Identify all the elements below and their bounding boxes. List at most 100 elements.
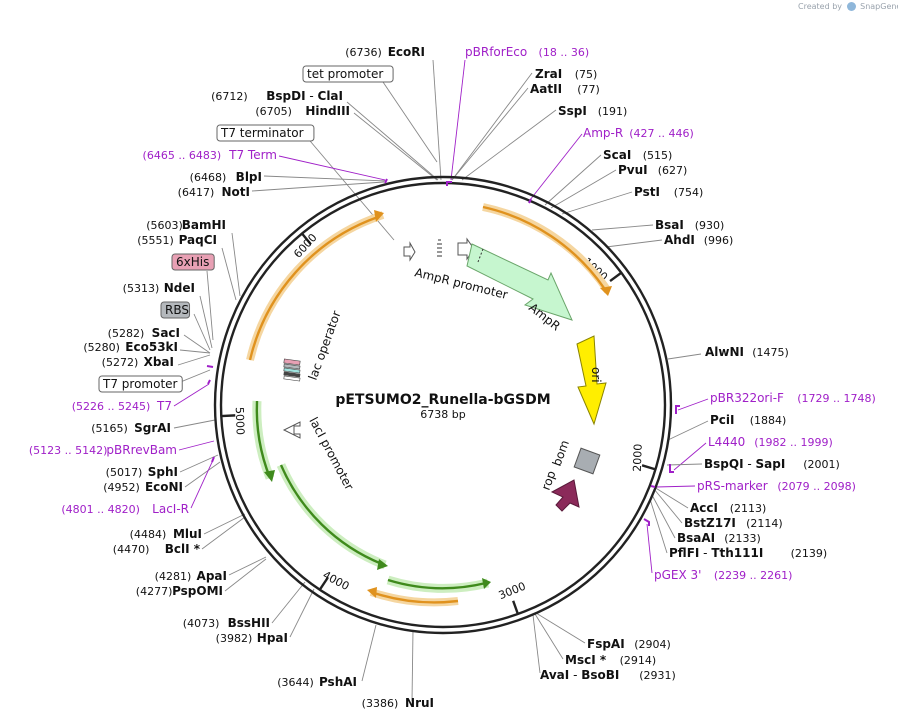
- leader-line-ecori: [432, 59, 442, 181]
- site-name: BsaAI: [677, 531, 715, 545]
- site-name: AatII: [530, 82, 562, 96]
- site-name: SacI: [152, 326, 180, 340]
- leader-line-ndei: [199, 295, 213, 349]
- arrowhead-green-left: [264, 470, 275, 482]
- leader-line-paqci: [221, 247, 237, 301]
- label-bsai: BsaI(930): [655, 218, 724, 232]
- label-box: [216, 124, 315, 142]
- feature-arc-orange-top-right-core: [482, 205, 605, 289]
- tick-mark: [221, 414, 236, 418]
- leader-line-bsai: [591, 224, 654, 231]
- label-ampr_primer: Amp-R(427 .. 446): [583, 126, 694, 140]
- tick-mark: [641, 464, 656, 471]
- site-position: (5280): [83, 341, 120, 354]
- ampr-promoter-arrow: [403, 241, 416, 262]
- site-name-part: BsaI: [655, 218, 684, 232]
- label-xbai: XbaI(5272): [102, 355, 174, 369]
- leader-line-hindiii: [353, 112, 438, 181]
- primer-name: L4440: [708, 435, 745, 449]
- arrowhead-green-low: [482, 578, 491, 589]
- label-sgrai: SgrAI(5165): [91, 421, 171, 435]
- label-prsmarker: pRS-marker (2079 .. 2098): [697, 479, 856, 493]
- label-noti: NotI (6417): [178, 185, 250, 199]
- label-bsshii: BssHII(4073): [183, 616, 270, 630]
- leader-line-msci: [534, 613, 564, 660]
- site-position: (5017): [106, 466, 143, 479]
- primer-name: pRS-marker: [697, 479, 768, 493]
- site-name-part: MscI *: [565, 653, 607, 667]
- label-bcli: BclI *(4470): [113, 542, 201, 556]
- site-name: PshAI: [319, 675, 357, 689]
- tick-label: 4000: [321, 568, 352, 593]
- site-name-part: PstI: [634, 185, 660, 199]
- label-t7prom_box: T7 promoter: [98, 375, 183, 393]
- leader-line-bcli: [201, 516, 246, 550]
- site-name-part: PvuI: [618, 163, 648, 177]
- lac-operator-stack: [283, 358, 301, 382]
- site-name-part: BsoBI: [581, 668, 619, 682]
- leader-line-l4440: [673, 442, 707, 471]
- site-name: AvaI - BsoBI: [540, 668, 619, 682]
- site-name-part: PaqCI: [179, 233, 217, 247]
- label-mlui: MluI(4484): [130, 527, 202, 541]
- site-position: (6736): [345, 46, 382, 59]
- site-name: EcoNI: [145, 480, 183, 494]
- feature-box-label: T7 terminator: [220, 126, 304, 140]
- site-position: (2113): [730, 502, 767, 515]
- arrowhead-green-bottom: [377, 559, 388, 570]
- credit-text: Created by: [798, 2, 843, 11]
- primer-range: (2079 .. 2098): [777, 480, 856, 493]
- feature-label-lac-operator: lac operator: [306, 309, 344, 382]
- leader-line-pflfi: [649, 498, 668, 554]
- label-sspi: SspI(191): [558, 104, 627, 118]
- site-name-part: AatII: [530, 82, 562, 96]
- site-name: HpaI: [257, 631, 288, 645]
- leader-line-acci: [653, 486, 689, 509]
- tick-mark: [318, 577, 329, 591]
- site-name: FspAI: [587, 637, 625, 651]
- site-position: (5165): [91, 422, 128, 435]
- leader-line-bamhi: [231, 232, 241, 297]
- site-name: NotI: [222, 185, 251, 199]
- site-position: (1884): [750, 414, 787, 427]
- feature-label-rop: rop: [539, 469, 559, 492]
- leader-line-sgrai: [173, 419, 216, 429]
- site-position: (5272): [102, 356, 139, 369]
- site-position: (6712): [211, 90, 248, 103]
- bom-box: [573, 447, 601, 475]
- site-name: BlpI: [236, 170, 262, 184]
- label-eco53ki: Eco53kI (5280): [83, 340, 178, 354]
- site-position: (6417): [178, 186, 215, 199]
- primer-range: (5123 .. 5142): [29, 444, 108, 457]
- leader-line-econi: [184, 461, 221, 488]
- feature-arc-green-bottom-core: [279, 464, 383, 566]
- primer-name: pBRforEco: [465, 45, 527, 59]
- leader-line-fspai: [535, 612, 586, 644]
- outer-labels: EcoRI(6736)pBRforEco(18 .. 36)tet promot…: [29, 45, 876, 710]
- primer-range: (2239 .. 2261): [714, 569, 793, 582]
- site-name-part: SacI: [152, 326, 180, 340]
- leader-line-ahdi: [605, 239, 663, 248]
- snapgene-credit: Created by SnapGene: [798, 2, 898, 11]
- label-paqci: PaqCI(5551): [137, 233, 217, 247]
- site-position: (3386): [362, 697, 399, 710]
- site-separator: -: [744, 457, 756, 471]
- site-name: Eco53kI: [125, 340, 178, 354]
- label-alwni: AlwNI(1475): [705, 345, 789, 359]
- site-name: BspDI - ClaI: [266, 89, 343, 103]
- label-pcii: PciI(1884): [710, 413, 786, 427]
- leader-line-mlui: [203, 513, 246, 535]
- site-name: BsaI: [655, 218, 684, 232]
- primer-range: (1729 .. 1748): [797, 392, 876, 405]
- label-bsaai: BsaAI(2133): [677, 531, 761, 545]
- site-name-part: SspI: [558, 104, 587, 118]
- site-name-part: NotI: [222, 185, 251, 199]
- site-name: SspI: [558, 104, 587, 118]
- leader-line-bspdi: [346, 101, 439, 181]
- feature-box-label: tet promoter: [307, 67, 383, 81]
- label-blpi: BlpI(6468): [190, 170, 262, 184]
- site-name: PaqCI: [179, 233, 217, 247]
- label-msci: MscI *(2914): [565, 653, 656, 667]
- site-name-part: ApaI: [197, 569, 227, 583]
- leader-line-pspomi: [224, 558, 267, 592]
